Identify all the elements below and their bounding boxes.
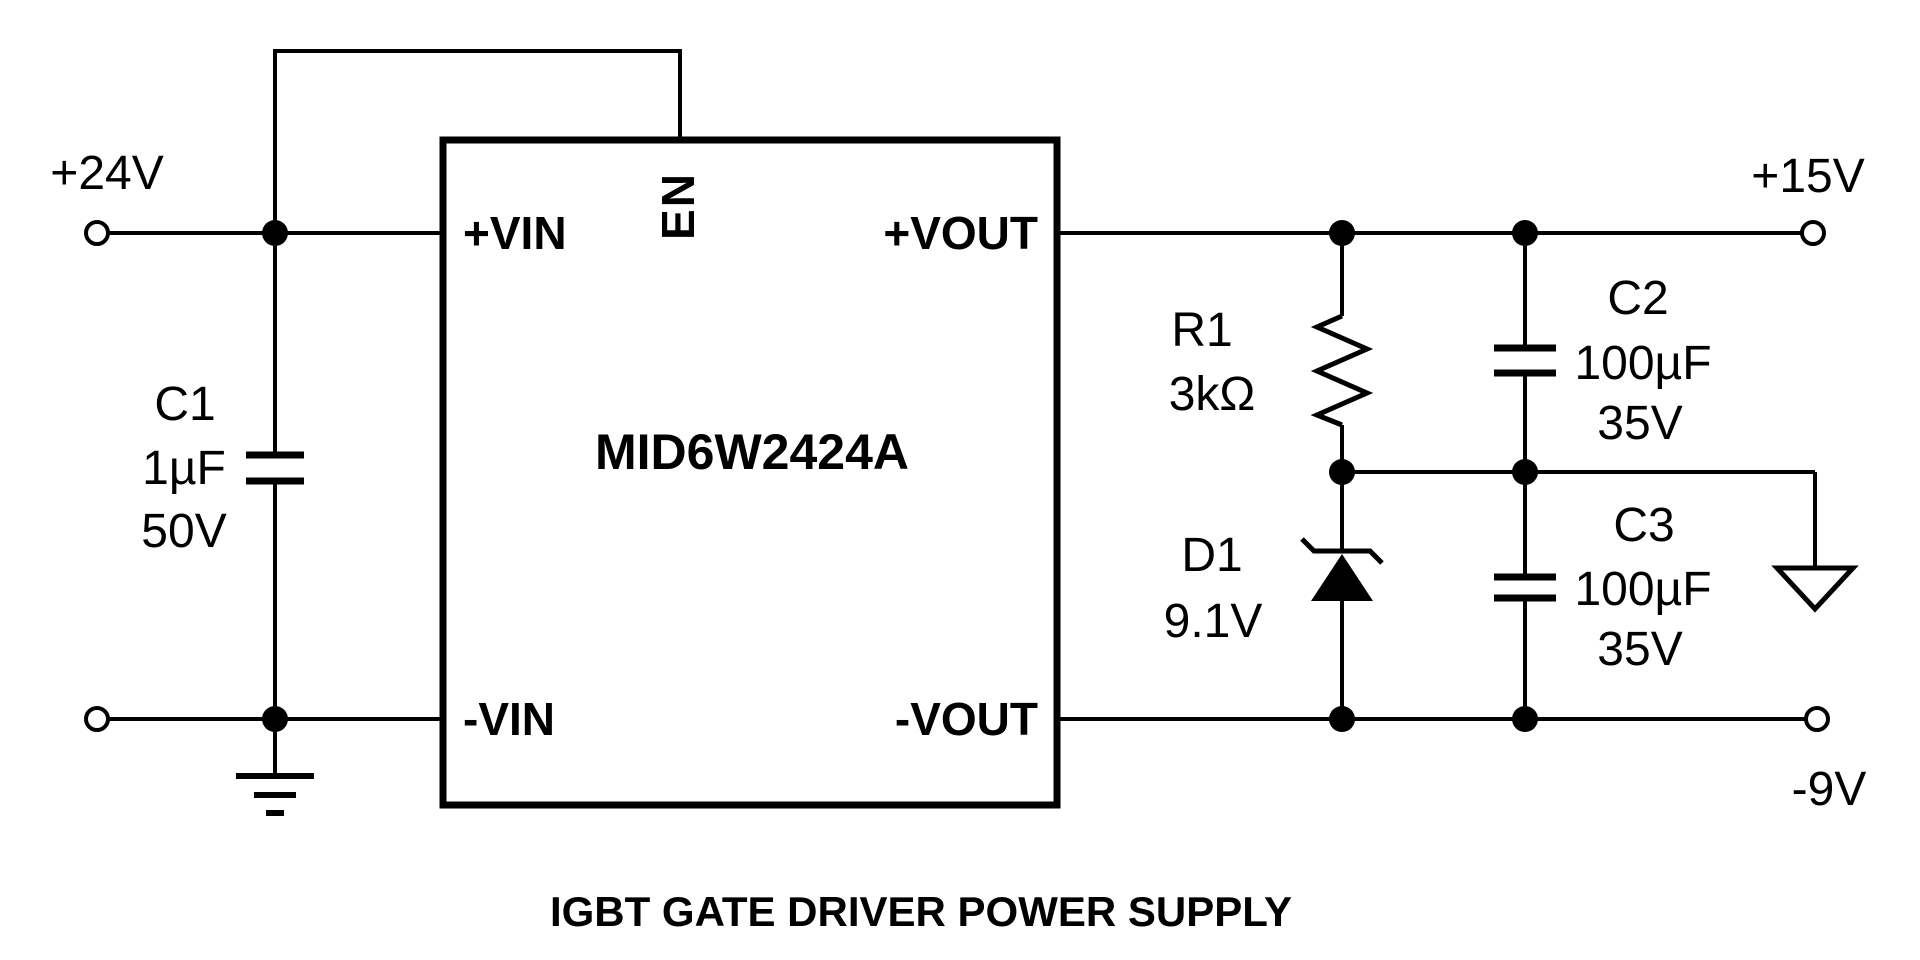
c1-capacitor-symbol bbox=[246, 451, 304, 485]
c2-ref-label: C2 bbox=[1607, 272, 1668, 325]
c1-rating-label: 50V bbox=[141, 505, 226, 558]
junction-dot bbox=[1329, 706, 1355, 732]
pin-label-vout-neg: -VOUT bbox=[895, 693, 1038, 745]
junction-dot bbox=[1512, 706, 1538, 732]
output-neg-voltage-label: -9V bbox=[1792, 763, 1867, 816]
junction-dots bbox=[262, 220, 1538, 732]
d1-ref-label: D1 bbox=[1181, 529, 1242, 582]
c1-value-label: 1µF bbox=[142, 442, 226, 495]
c2-value-label: 100µF bbox=[1574, 337, 1711, 390]
dcdc-module-box bbox=[439, 136, 1061, 809]
r1-value-label: 3kΩ bbox=[1169, 368, 1256, 421]
pin-label-en: EN bbox=[652, 172, 704, 240]
c3-value-label: 100µF bbox=[1574, 563, 1711, 616]
terminals bbox=[84, 220, 1830, 732]
c2-rating-label: 35V bbox=[1597, 397, 1682, 450]
d1-anode-triangle bbox=[1311, 554, 1373, 601]
input-neg-terminal bbox=[84, 706, 110, 732]
pin-label-vout-pos: +VOUT bbox=[883, 207, 1038, 259]
input-voltage-label: +24V bbox=[50, 147, 163, 200]
chassis-ground-triangle bbox=[1771, 565, 1859, 613]
output-neg-terminal bbox=[1804, 706, 1830, 732]
r1-ref-label: R1 bbox=[1171, 304, 1232, 357]
schematic-caption: IGBT GATE DRIVER POWER SUPPLY bbox=[550, 888, 1292, 935]
junction-dot bbox=[1329, 220, 1355, 246]
input-pos-terminal bbox=[84, 220, 110, 246]
wires bbox=[97, 49, 1817, 776]
r1-resistor-zigzag bbox=[1310, 313, 1374, 428]
en-loop-wire bbox=[273, 49, 682, 233]
earth-ground-symbol bbox=[236, 773, 314, 816]
pin-label-vin-pos: +VIN bbox=[463, 207, 567, 259]
module-part-number: MID6W2424A bbox=[595, 424, 909, 480]
output-pos-terminal bbox=[1800, 220, 1826, 246]
junction-dot bbox=[262, 706, 288, 732]
pin-label-vin-neg: -VIN bbox=[463, 693, 555, 745]
c1-ref-label: C1 bbox=[154, 378, 215, 431]
c3-capacitor-symbol bbox=[1494, 573, 1556, 602]
c3-ref-label: C3 bbox=[1613, 499, 1674, 552]
junction-dot bbox=[1512, 459, 1538, 485]
d1-value-label: 9.1V bbox=[1164, 595, 1263, 648]
d1-zener-diode-symbol bbox=[1300, 537, 1384, 601]
c3-rating-label: 35V bbox=[1597, 623, 1682, 676]
output-pos-voltage-label: +15V bbox=[1751, 150, 1864, 203]
d1-zener-cathode-bar bbox=[1300, 537, 1384, 565]
junction-dot bbox=[1512, 220, 1538, 246]
junction-dot bbox=[262, 220, 288, 246]
c2-capacitor-symbol bbox=[1494, 344, 1556, 377]
junction-dot bbox=[1329, 459, 1355, 485]
